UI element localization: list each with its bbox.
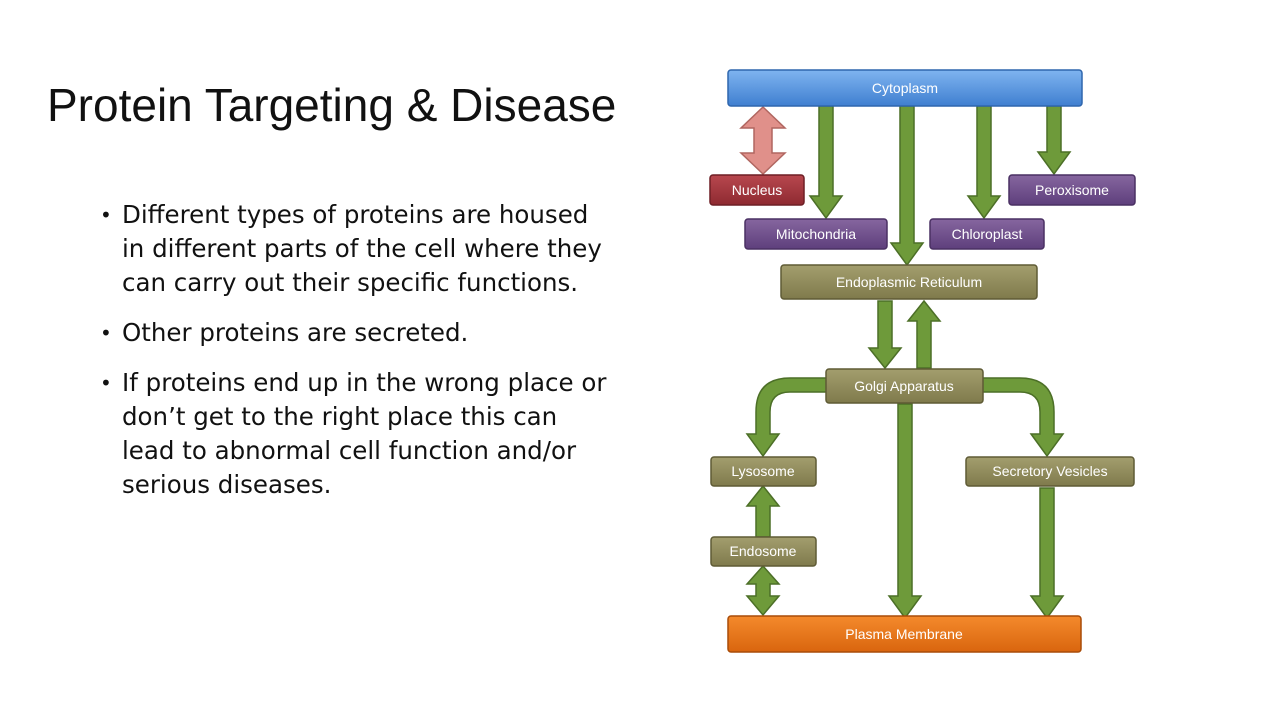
node-golgi-apparatus <box>825 368 984 404</box>
arrow-golgi-plasma <box>887 403 923 620</box>
node-lysosome <box>710 456 817 487</box>
node-nucleus <box>709 174 805 206</box>
arrow-er-golgi <box>867 300 903 370</box>
node-mitochondria <box>744 218 888 250</box>
node-plasma-membrane <box>727 615 1082 653</box>
node-mitochondria-label: Mitochondria <box>776 226 856 242</box>
node-nucleus-label: Nucleus <box>732 182 783 198</box>
arrow-cytoplasm-chloroplast <box>966 105 1002 220</box>
node-endosome <box>710 536 817 567</box>
arrow-golgi-er <box>906 299 942 369</box>
arrow-cytoplasm-peroxisome <box>1036 105 1072 176</box>
arrow-endosome-lysosome <box>745 484 781 538</box>
arrow-secretory-plasma <box>1029 487 1065 620</box>
bullet-dot: • <box>100 321 112 345</box>
node-lysosome-label: Lysosome <box>731 463 795 479</box>
node-cytoplasm <box>727 69 1083 107</box>
arrow-endosome-plasma <box>745 564 781 617</box>
node-secretory-vesicles <box>965 456 1135 487</box>
node-plasma-label: Plasma Membrane <box>845 626 963 642</box>
node-er-label: Endoplasmic Reticulum <box>836 274 982 290</box>
node-chloroplast-label: Chloroplast <box>952 226 1023 242</box>
bullet-item: • Other proteins are secreted. <box>100 316 610 350</box>
slide-title: Protein Targeting & Disease <box>47 79 617 131</box>
bullet-text: Different types of proteins are housed i… <box>122 200 602 297</box>
bullet-text: If proteins end up in the wrong place or… <box>122 368 607 499</box>
bullet-dot: • <box>100 371 112 395</box>
bullet-item: • Different types of proteins are housed … <box>100 198 610 300</box>
bullet-item: • If proteins end up in the wrong place o… <box>100 366 610 502</box>
arrow-cytoplasm-mitochondria <box>808 105 844 220</box>
bullet-dot: • <box>100 203 112 227</box>
arrow-golgi-secretory <box>981 377 1065 458</box>
node-secretory-label: Secretory Vesicles <box>992 463 1107 479</box>
node-chloroplast <box>929 218 1045 250</box>
node-cytoplasm-label: Cytoplasm <box>872 80 938 96</box>
arrow-cytoplasm-nucleus <box>739 105 787 176</box>
arrow-golgi-lysosome <box>745 377 829 458</box>
node-endoplasmic-reticulum <box>780 264 1038 300</box>
bullet-list: • Different types of proteins are housed … <box>100 198 610 518</box>
node-peroxisome-label: Peroxisome <box>1035 182 1109 198</box>
node-golgi-label: Golgi Apparatus <box>854 378 954 394</box>
node-endosome-label: Endosome <box>730 543 797 559</box>
bullet-text: Other proteins are secreted. <box>122 318 469 347</box>
arrow-cytoplasm-er <box>889 105 925 267</box>
node-peroxisome <box>1008 174 1136 206</box>
